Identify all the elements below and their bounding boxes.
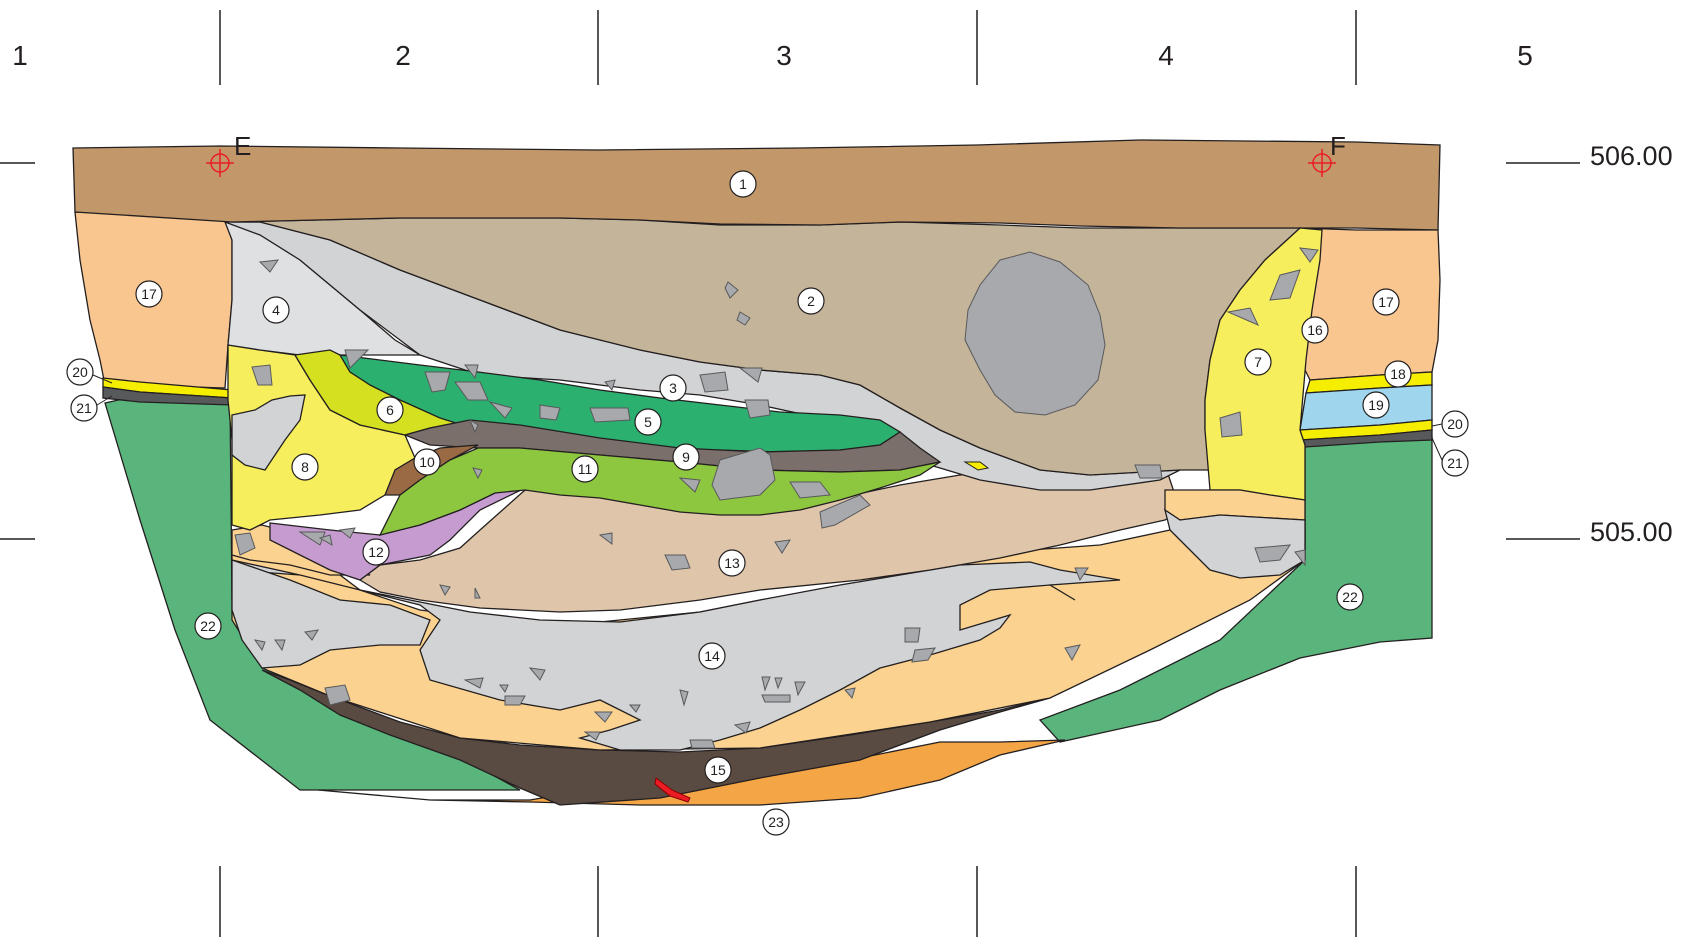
svg-text:6: 6 xyxy=(386,402,394,418)
red-artefact xyxy=(654,777,691,803)
column-label-2: 2 xyxy=(395,40,411,71)
layer-marker: 21 xyxy=(1441,449,1469,477)
layer-marker: 22 xyxy=(194,612,222,640)
column-label-1: 1 xyxy=(12,40,28,71)
survey-point-f-icon xyxy=(1308,149,1336,177)
svg-text:22: 22 xyxy=(1342,589,1358,605)
svg-text:13: 13 xyxy=(724,555,740,571)
layer-markers: 1 2 3 4 5 6 7 8 9 10 11 12 13 14 15 16 1… xyxy=(66,170,1469,836)
svg-text:23: 23 xyxy=(768,814,784,830)
svg-text:7: 7 xyxy=(1254,354,1262,370)
layer-marker: 6 xyxy=(376,396,404,424)
svg-text:5: 5 xyxy=(644,414,652,430)
svg-text:22: 22 xyxy=(200,618,216,634)
svg-text:1: 1 xyxy=(739,176,747,192)
svg-text:8: 8 xyxy=(301,459,309,475)
elevation-label-505: 505.00 xyxy=(1590,517,1673,547)
layer-marker: 18 xyxy=(1384,360,1412,388)
large-stone xyxy=(964,251,1106,416)
layer-marker: 23 xyxy=(762,808,790,836)
layer-marker: 15 xyxy=(704,756,732,784)
layer-marker: 14 xyxy=(698,642,726,670)
svg-text:10: 10 xyxy=(419,454,435,470)
layer-22-right xyxy=(1038,436,1433,743)
svg-text:18: 18 xyxy=(1390,366,1406,382)
grid-lines xyxy=(0,10,1580,937)
layer-marker: 3 xyxy=(659,374,687,402)
survey-point-f-label: F xyxy=(1330,131,1346,161)
stone xyxy=(711,447,776,501)
leader-lines xyxy=(92,374,1443,461)
layer-8-grey-lens xyxy=(231,394,306,471)
survey-point-e-icon xyxy=(206,149,234,177)
layer-marker: 21 xyxy=(70,394,98,422)
svg-text:16: 16 xyxy=(1307,322,1323,338)
svg-text:17: 17 xyxy=(141,286,157,302)
layer-marker: 5 xyxy=(634,408,662,436)
layer-marker: 17 xyxy=(1372,288,1400,316)
layer-marker: 2 xyxy=(797,287,825,315)
svg-text:3: 3 xyxy=(669,380,677,396)
layer-marker: 22 xyxy=(1336,583,1364,611)
svg-text:2: 2 xyxy=(807,293,815,309)
stones xyxy=(234,247,1319,749)
svg-text:11: 11 xyxy=(578,461,593,477)
survey-point-e-label: E xyxy=(234,131,251,161)
layer-marker: 20 xyxy=(1441,410,1469,438)
svg-text:4: 4 xyxy=(272,302,280,318)
layer-marker: 8 xyxy=(291,453,319,481)
layer-marker: 16 xyxy=(1301,316,1329,344)
column-label-4: 4 xyxy=(1158,40,1174,71)
layer-marker: 1 xyxy=(729,170,757,198)
layer-marker: 20 xyxy=(66,358,94,386)
svg-text:20: 20 xyxy=(1447,416,1463,432)
layer-marker: 4 xyxy=(262,296,290,324)
svg-text:20: 20 xyxy=(72,364,88,380)
svg-text:12: 12 xyxy=(368,544,384,560)
yellow-lens xyxy=(963,461,990,471)
svg-text:17: 17 xyxy=(1378,294,1394,310)
layer-marker: 7 xyxy=(1244,348,1272,376)
svg-text:21: 21 xyxy=(1447,455,1463,471)
svg-text:14: 14 xyxy=(704,648,720,664)
layer-marker: 10 xyxy=(413,448,441,476)
layer-marker: 12 xyxy=(362,538,390,566)
layer-marker: 13 xyxy=(718,549,746,577)
layer-11 xyxy=(378,447,941,536)
svg-text:15: 15 xyxy=(710,762,726,778)
layer-marker: 9 xyxy=(672,443,700,471)
layer-14 xyxy=(231,559,1121,751)
layer-marker: 11 xyxy=(571,455,599,483)
column-label-5: 5 xyxy=(1517,40,1533,71)
svg-text:21: 21 xyxy=(76,400,92,416)
elevation-label-506: 506.00 xyxy=(1590,141,1673,171)
svg-text:19: 19 xyxy=(1368,397,1384,413)
layer-marker: 17 xyxy=(135,280,163,308)
svg-text:9: 9 xyxy=(682,449,690,465)
layer-marker: 19 xyxy=(1362,391,1390,419)
column-label-3: 3 xyxy=(776,40,792,71)
